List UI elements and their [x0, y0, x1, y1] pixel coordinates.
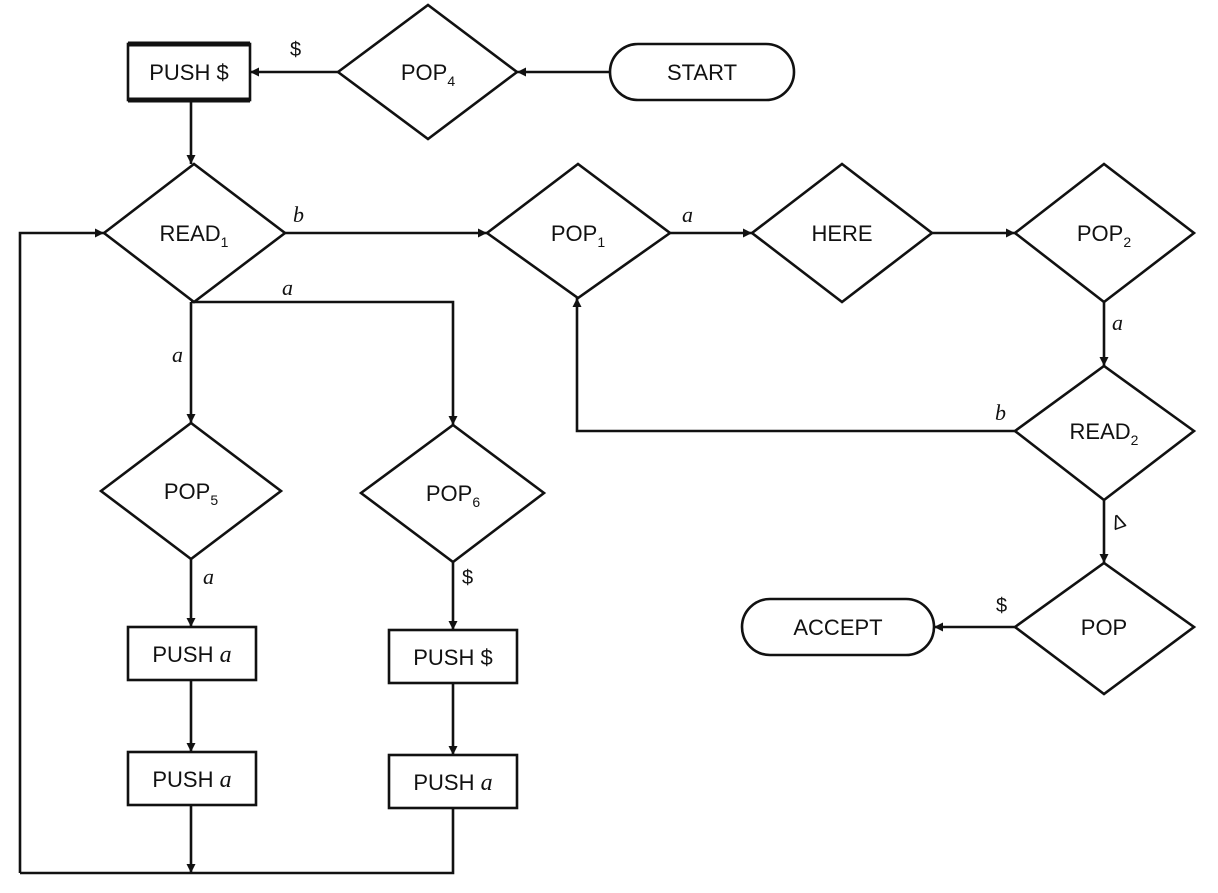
edge-label-pop-accept: $: [996, 595, 1007, 617]
pop4-label: POP: [401, 60, 447, 85]
edge-label-read1-pop1: b: [293, 202, 304, 227]
edge-label-pop6-push: $: [462, 567, 473, 589]
read2-label: READ: [1070, 419, 1131, 444]
read1-subscript: 1: [221, 234, 229, 250]
pop1-subscript: 1: [597, 234, 605, 250]
edge-bottom-return: [20, 808, 455, 875]
svg-text:POP4: POP4: [401, 60, 455, 89]
push-a-2-label: PUSH: [152, 767, 219, 792]
svg-text:READ1: READ1: [160, 221, 229, 250]
edge-label-read1-branch: a: [282, 275, 293, 300]
read2-subscript: 2: [1131, 432, 1139, 448]
pop1-label: POP: [551, 221, 597, 246]
edge-label-read2-pop1: b: [995, 400, 1006, 425]
svg-text:POP5: POP5: [164, 479, 218, 508]
read1-label: READ: [160, 221, 221, 246]
edge-read1-pop6: [191, 300, 458, 425]
edge-label-pop5-push: a: [203, 564, 214, 589]
accept-label: ACCEPT: [793, 615, 882, 640]
svg-text:POP2: POP2: [1077, 221, 1131, 250]
push-a-1-var: a: [220, 642, 232, 668]
edges: [18, 67, 1109, 875]
edge-labels: $ b a a a a b Δ $ a $: [172, 39, 1129, 617]
node-push-a-1: PUSH a: [126, 625, 258, 682]
start-label: START: [667, 60, 737, 85]
pop2-subscript: 2: [1123, 234, 1131, 250]
edge-loop-read1: [18, 228, 104, 873]
here-label: HERE: [811, 221, 872, 246]
pop6-label: POP: [426, 481, 472, 506]
push-a-3-label: PUSH: [413, 770, 480, 795]
node-push-dollar-bottom: PUSH $: [387, 628, 519, 685]
node-accept: ACCEPT: [740, 597, 936, 657]
node-pop1: POP1: [484, 162, 673, 300]
edge-label-pop2-read2: a: [1112, 310, 1123, 335]
pop-label: POP: [1081, 615, 1127, 640]
node-pop4: POP4: [335, 3, 520, 141]
edge-label-pop4-push: $: [290, 39, 301, 61]
push-a-1-label: PUSH: [152, 642, 219, 667]
pop4-subscript: 4: [447, 73, 455, 89]
node-read1: READ1: [101, 162, 288, 304]
edge-read2-pop1: [572, 298, 1015, 433]
node-push-a-3: PUSH a: [387, 753, 519, 810]
pop5-label: POP: [164, 479, 210, 504]
edge-label-pop1-here: a: [682, 202, 693, 227]
svg-text:READ2: READ2: [1070, 419, 1139, 448]
svg-text:PUSH a: PUSH a: [413, 770, 492, 796]
node-push-dollar-top: PUSH $: [126, 41, 252, 103]
node-pop5: POP5: [98, 421, 284, 561]
svg-text:PUSH a: PUSH a: [152, 642, 231, 668]
node-start: START: [608, 42, 796, 102]
node-pop6: POP6: [358, 423, 547, 564]
push-a-3-var: a: [481, 770, 493, 796]
pop5-subscript: 5: [210, 492, 218, 508]
edge-label-read2-pop: Δ: [1109, 510, 1129, 535]
svg-text:POP1: POP1: [551, 221, 605, 250]
svg-text:POP6: POP6: [426, 481, 480, 510]
node-pop2: POP2: [1012, 162, 1197, 304]
push-dollar-bottom-label: PUSH $: [413, 645, 492, 670]
node-here: HERE: [749, 162, 935, 304]
pop2-label: POP: [1077, 221, 1123, 246]
svg-text:PUSH a: PUSH a: [152, 767, 231, 793]
node-pop: POP: [1012, 561, 1197, 696]
edge-label-read1-pop5: a: [172, 342, 183, 367]
pop6-subscript: 6: [472, 494, 480, 510]
node-push-a-2: PUSH a: [126, 750, 258, 807]
node-read2: READ2: [1012, 364, 1197, 502]
push-a-2-var: a: [220, 767, 232, 793]
push-dollar-top-label: PUSH $: [149, 60, 228, 85]
